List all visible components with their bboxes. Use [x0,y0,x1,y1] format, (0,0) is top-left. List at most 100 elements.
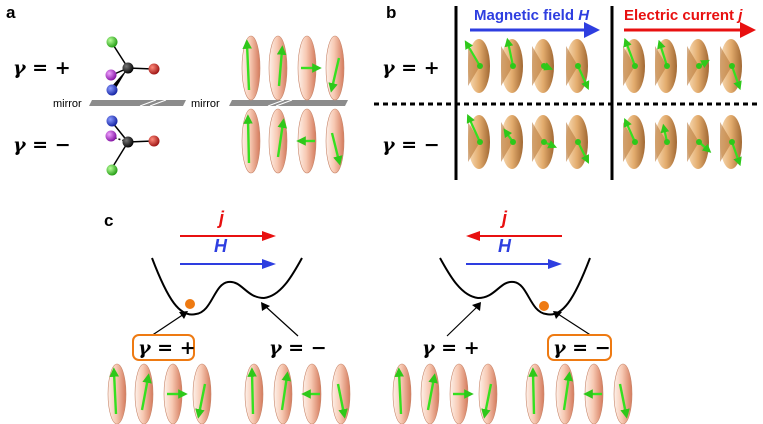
H-arrow-right [548,259,562,269]
atom-green [106,36,118,48]
spin-cone [532,115,558,169]
spin-arrow [109,367,120,415]
spin-arrow [464,40,481,67]
atom-purple [105,69,117,81]
chiral-molecule-minus [105,115,160,176]
spin-ellipse [296,108,317,174]
spin-ellipse [107,363,127,424]
mirror-plane-left [89,99,186,107]
case-left: j H γ = + γ = − [132,208,327,361]
ball-right [539,301,549,311]
panel-b-label: b [386,3,396,22]
spin-pivot [510,63,516,69]
spin-arrow [623,117,637,143]
spin-arrow [562,371,574,411]
spin-pivot [696,63,702,69]
spin-cone [532,39,554,93]
spin-pivot [632,139,638,145]
spin-ellipse [134,363,154,424]
spin-arrow [466,114,481,143]
spin-cone [501,37,523,93]
spin-chains-c [107,363,633,424]
header-field-text: Magnetic field [474,7,574,24]
spin-pivot [541,63,547,69]
spin-arrow [243,114,253,164]
energy-landscape-right [439,257,591,316]
spin-cone [501,115,523,169]
spin-pivot [632,63,638,69]
spin-ellipse [325,108,345,174]
spin-ellipse [241,108,261,174]
spin-arrow [336,383,348,419]
atom-carbon [122,136,134,148]
spin-arrow [576,65,590,91]
spin-pivot [729,139,735,145]
panel-b-gamma-plus: γ = + [382,57,440,79]
spin-arrow [481,383,493,419]
spin-arrow [657,39,669,67]
spin-arrow [247,367,257,415]
spin-ellipse [555,363,575,424]
spin-arrow [504,37,515,67]
header-field-symbol: H [578,7,590,24]
j-arrow-left [262,231,276,241]
spin-arrow [242,39,253,91]
spin-cone [464,39,490,93]
spin-ellipse [478,363,498,424]
case-right: j H γ = + γ = − [422,208,612,361]
spin-ellipse [449,363,474,424]
spin-pivot [664,139,670,145]
spin-cone [655,115,677,169]
mirror-label-left: mirror [53,98,82,110]
H-label-right: H [498,236,512,256]
spin-ellipse [192,363,212,424]
spin-pivot [575,139,581,145]
spin-pivot [510,139,516,145]
highlight-box-right [547,334,612,361]
header-current-text: Electric current [624,7,734,24]
spin-arrow [328,57,341,93]
panel-a-gamma-plus: γ = + [13,57,71,79]
spin-arrow [394,367,405,415]
j-label-right: j [500,208,508,228]
panel-a-label: a [6,3,16,22]
atom-carbon [122,62,134,74]
left-gamma-minus: γ = − [269,337,327,359]
spin-pivot [541,139,547,145]
header-current-symbol: j [736,7,743,24]
atom-purple [105,130,117,142]
spin-arrow [140,373,152,411]
header-electric-current: Electric current j [624,7,756,38]
ball-left [185,299,195,309]
spin-cone [720,39,742,93]
spin-ellipse [420,363,440,424]
energy-landscape-left [151,257,303,316]
panel-a-gamma-minus: γ = − [13,134,71,156]
atom-blue [106,115,118,127]
atom-blue [106,84,118,96]
spin-pivot [575,63,581,69]
spin-arrow [280,371,292,411]
panel-c-label: c [104,211,113,230]
spin-arrow [618,383,630,419]
spin-cone [720,115,742,169]
spin-pivot [477,63,483,69]
spin-ellipse [268,35,288,101]
spin-cone [623,37,645,93]
svg-text:Magnetic field H: Magnetic field H [474,7,590,24]
cone-spin-chains [464,37,742,169]
H-arrow-left [262,259,276,269]
spin-ellipse [268,108,288,174]
spin-arrow [730,141,742,167]
spin-cone [623,115,645,169]
spin-arrow [330,132,343,166]
j-label-left: j [217,208,225,228]
spin-cone [655,39,677,93]
left-gamma-plus: γ = + [138,337,196,359]
atom-green [106,164,118,176]
spin-ellipse [244,363,264,424]
spin-cone [687,39,710,93]
spin-pivot [696,139,702,145]
mirror-label-right: mirror [191,98,220,110]
